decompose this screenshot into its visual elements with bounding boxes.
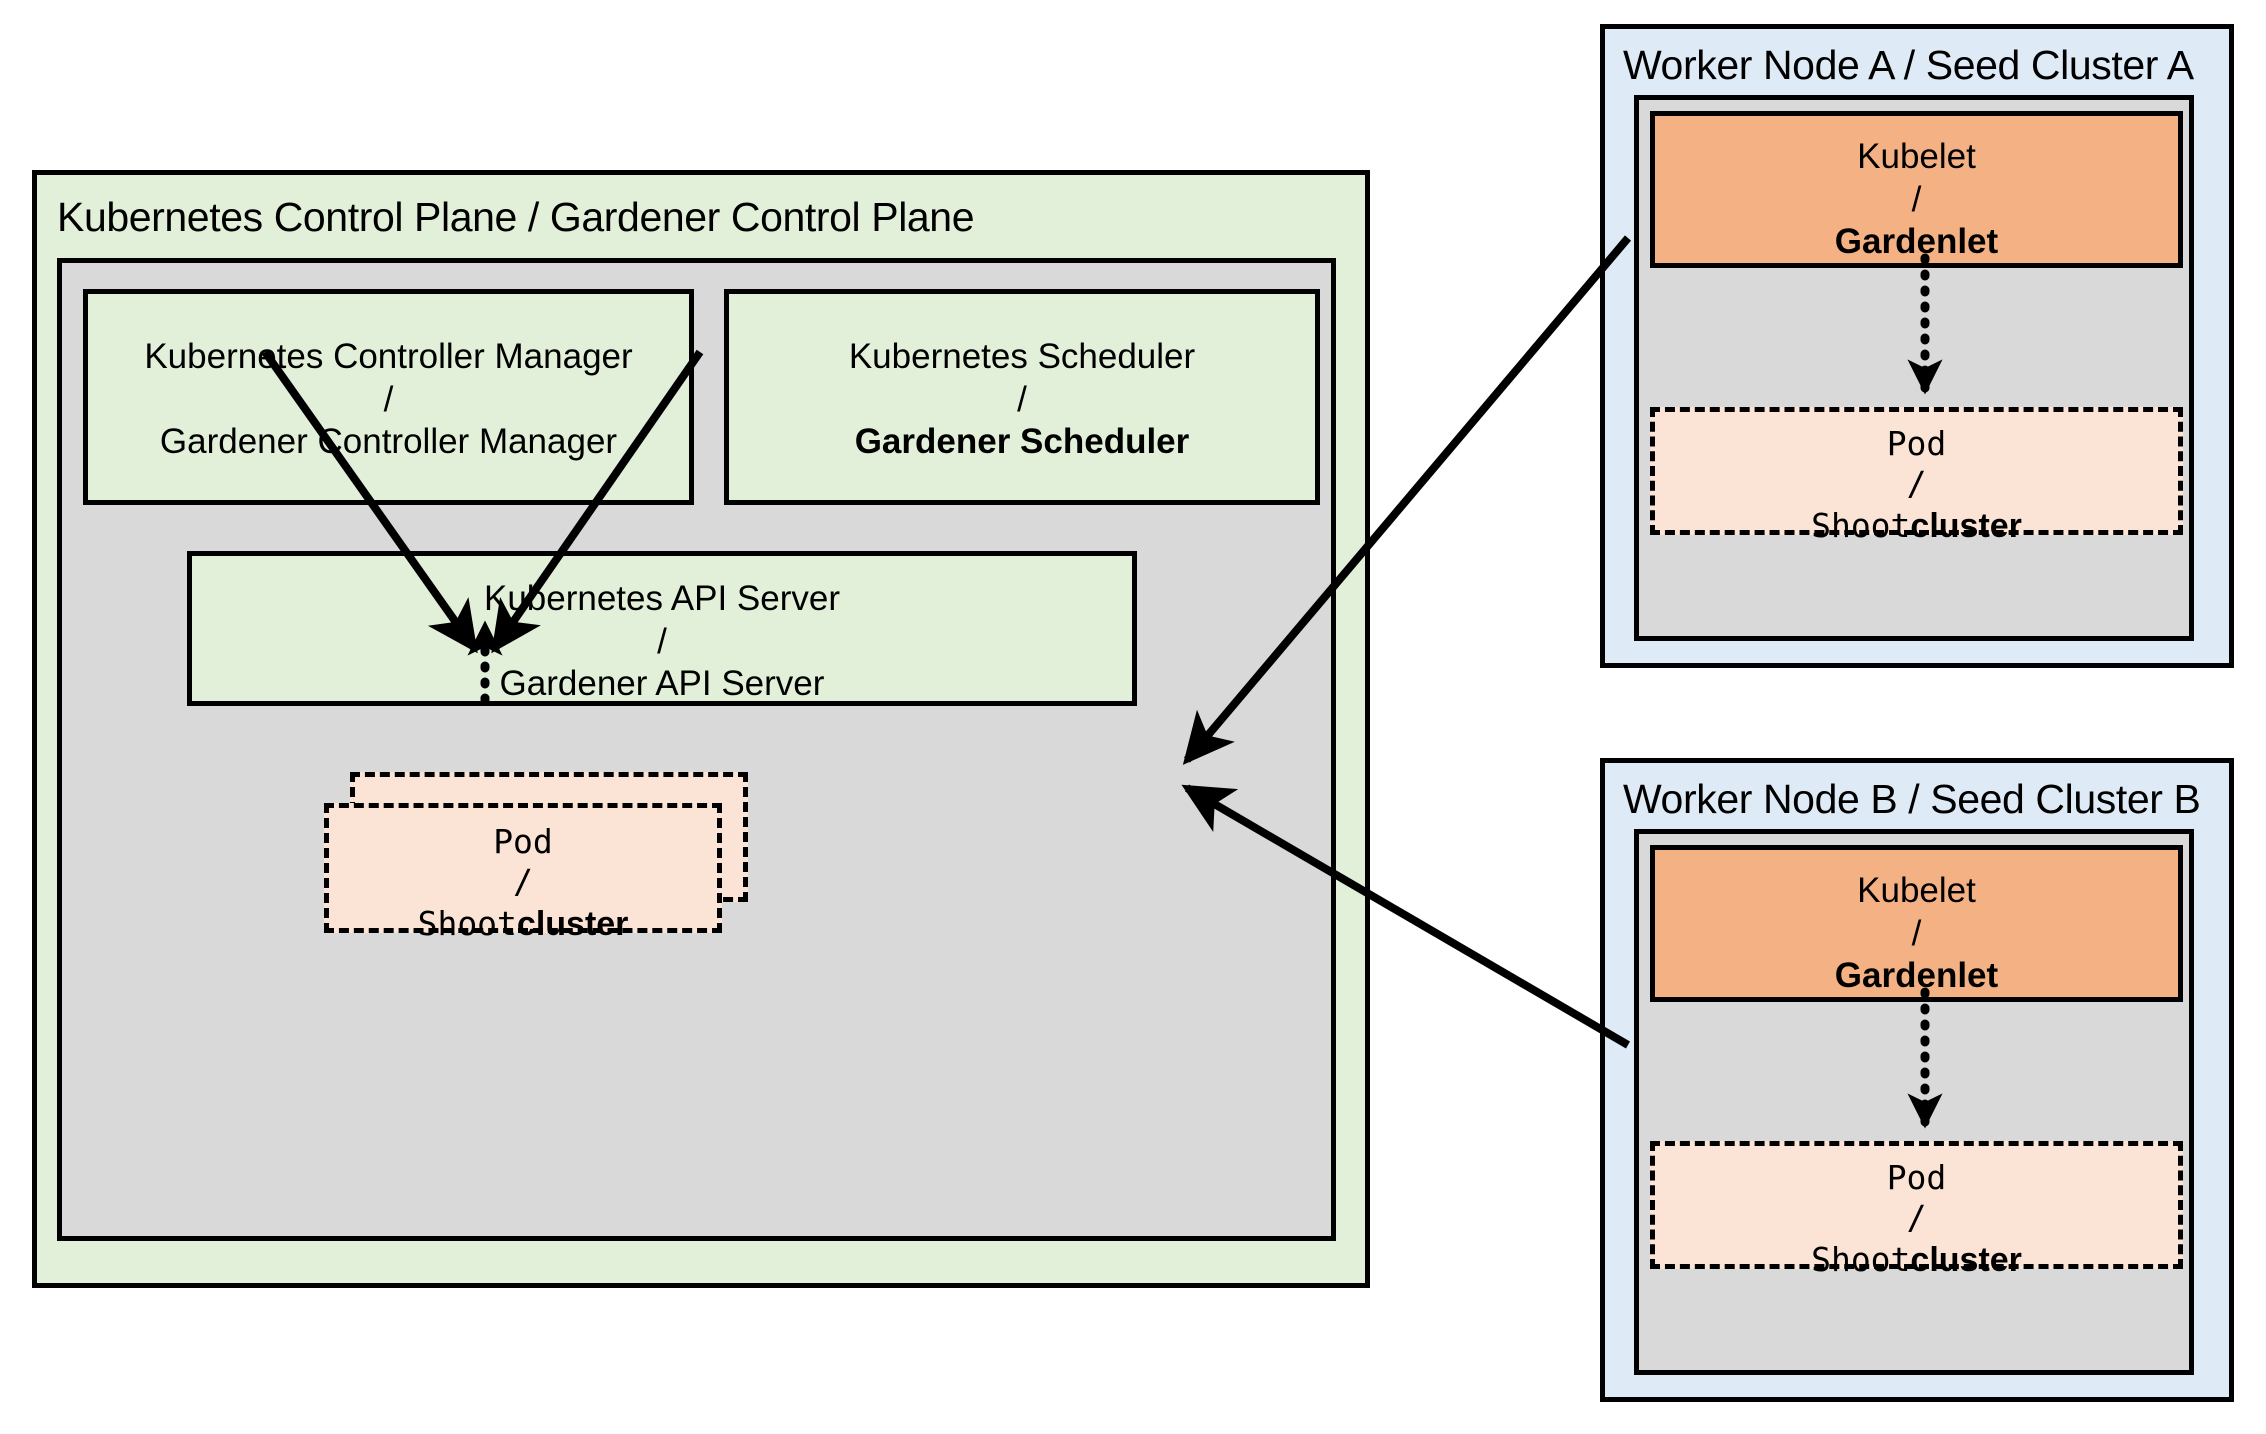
worker-node-a-kubelet-separator: / xyxy=(1911,179,1922,219)
control-plane-pod-cluster: cluster xyxy=(516,904,629,943)
worker-node-a-kubelet-box: Kubelet / Gardenlet xyxy=(1650,111,2183,268)
control-plane-pod-line1: Pod xyxy=(493,822,553,861)
scheduler-separator: / xyxy=(1017,379,1027,419)
worker-node-b-pod-box: Pod / Shootcluster xyxy=(1650,1141,2183,1279)
controller-manager-separator: / xyxy=(383,379,394,419)
worker-node-b-pod-labels: Pod / Shootcluster xyxy=(1655,1158,2178,1281)
worker-node-b-kubelet-line2: Gardenlet xyxy=(1834,956,1999,996)
worker-node-b-pod-shoot: Shoot xyxy=(1811,1239,1911,1279)
control-plane-pod-line2: Shootcluster xyxy=(329,903,717,946)
worker-node-b-pod-line1: Pod xyxy=(1886,1158,1947,1197)
worker-node-b-kubelet-line1: Kubelet xyxy=(1857,871,1976,910)
scheduler-line1: Kubernetes Scheduler xyxy=(848,337,1196,376)
worker-node-a-inner-container: Kubelet / Gardenlet Pod / Shootcluster xyxy=(1634,95,2194,641)
kubernetes-controller-manager-box: Kubernetes Controller Manager / Gardener… xyxy=(83,289,694,505)
worker-node-a-kubelet-line2: Gardenlet xyxy=(1834,222,1999,262)
api-server-line1: Kubernetes API Server xyxy=(483,579,841,618)
worker-node-b-kubelet-separator: / xyxy=(1911,913,1922,953)
control-plane-title: Kubernetes Control Plane / Gardener Cont… xyxy=(57,194,975,240)
control-plane-pod-box: Pod / Shootcluster xyxy=(324,803,722,943)
controller-manager-line2: Gardener Controller Manager xyxy=(159,422,618,462)
control-plane-pod-separator: / xyxy=(513,862,533,902)
worker-node-b-inner-container: Kubelet / Gardenlet Pod / Shootcluster xyxy=(1634,829,2194,1375)
worker-node-a-kubelet-line1: Kubelet xyxy=(1857,137,1976,176)
api-server-labels: Kubernetes API Server / Gardener API Ser… xyxy=(192,578,1132,706)
worker-node-a-pod-line1: Pod xyxy=(1886,424,1947,463)
worker-node-a-pod-labels: Pod / Shootcluster xyxy=(1655,424,2178,547)
worker-node-a-kubelet-labels: Kubelet / Gardenlet xyxy=(1655,136,2178,264)
scheduler-labels: Kubernetes Scheduler / Gardener Schedule… xyxy=(729,336,1315,464)
worker-node-b-pod-line2: Shootcluster xyxy=(1655,1239,2178,1282)
scheduler-line2: Gardener Scheduler xyxy=(854,422,1190,462)
worker-node-b-pod-cluster: cluster xyxy=(1910,1240,2022,1279)
controller-manager-labels: Kubernetes Controller Manager / Gardener… xyxy=(88,336,689,464)
worker-node-b-kubelet-labels: Kubelet / Gardenlet xyxy=(1655,870,2178,998)
worker-node-b-kubelet-box: Kubelet / Gardenlet xyxy=(1650,845,2183,1002)
worker-node-b-pod-separator: / xyxy=(1906,1198,1927,1238)
worker-node-a-pod-box: Pod / Shootcluster xyxy=(1650,407,2183,545)
api-server-line2: Gardener API Server xyxy=(499,664,825,704)
kubernetes-api-server-box: Kubernetes API Server / Gardener API Ser… xyxy=(187,551,1137,706)
worker-node-a-pod-shoot: Shoot xyxy=(1811,505,1911,545)
worker-node-a-pod-separator: / xyxy=(1906,464,1927,504)
worker-node-a-title: Worker Node A / Seed Cluster A xyxy=(1623,42,2194,88)
control-plane-inner-container: Kubernetes Controller Manager / Gardener… xyxy=(57,258,1336,1241)
worker-node-b-title: Worker Node B / Seed Cluster B xyxy=(1623,776,2201,822)
api-server-separator: / xyxy=(657,621,667,661)
worker-node-a-pod-line2: Shootcluster xyxy=(1655,505,2178,548)
kubernetes-scheduler-box: Kubernetes Scheduler / Gardener Schedule… xyxy=(724,289,1320,505)
control-plane-pod-labels: Pod / Shootcluster xyxy=(329,822,717,945)
worker-node-a-pod-cluster: cluster xyxy=(1910,506,2022,545)
worker-node-a-panel: Worker Node A / Seed Cluster A Kubelet /… xyxy=(1600,24,2234,668)
control-plane-pod-shoot: Shoot xyxy=(417,903,517,943)
worker-node-b-panel: Worker Node B / Seed Cluster B Kubelet /… xyxy=(1600,758,2234,1402)
controller-manager-line1: Kubernetes Controller Manager xyxy=(144,337,633,376)
control-plane-panel: Kubernetes Control Plane / Gardener Cont… xyxy=(32,170,1370,1288)
